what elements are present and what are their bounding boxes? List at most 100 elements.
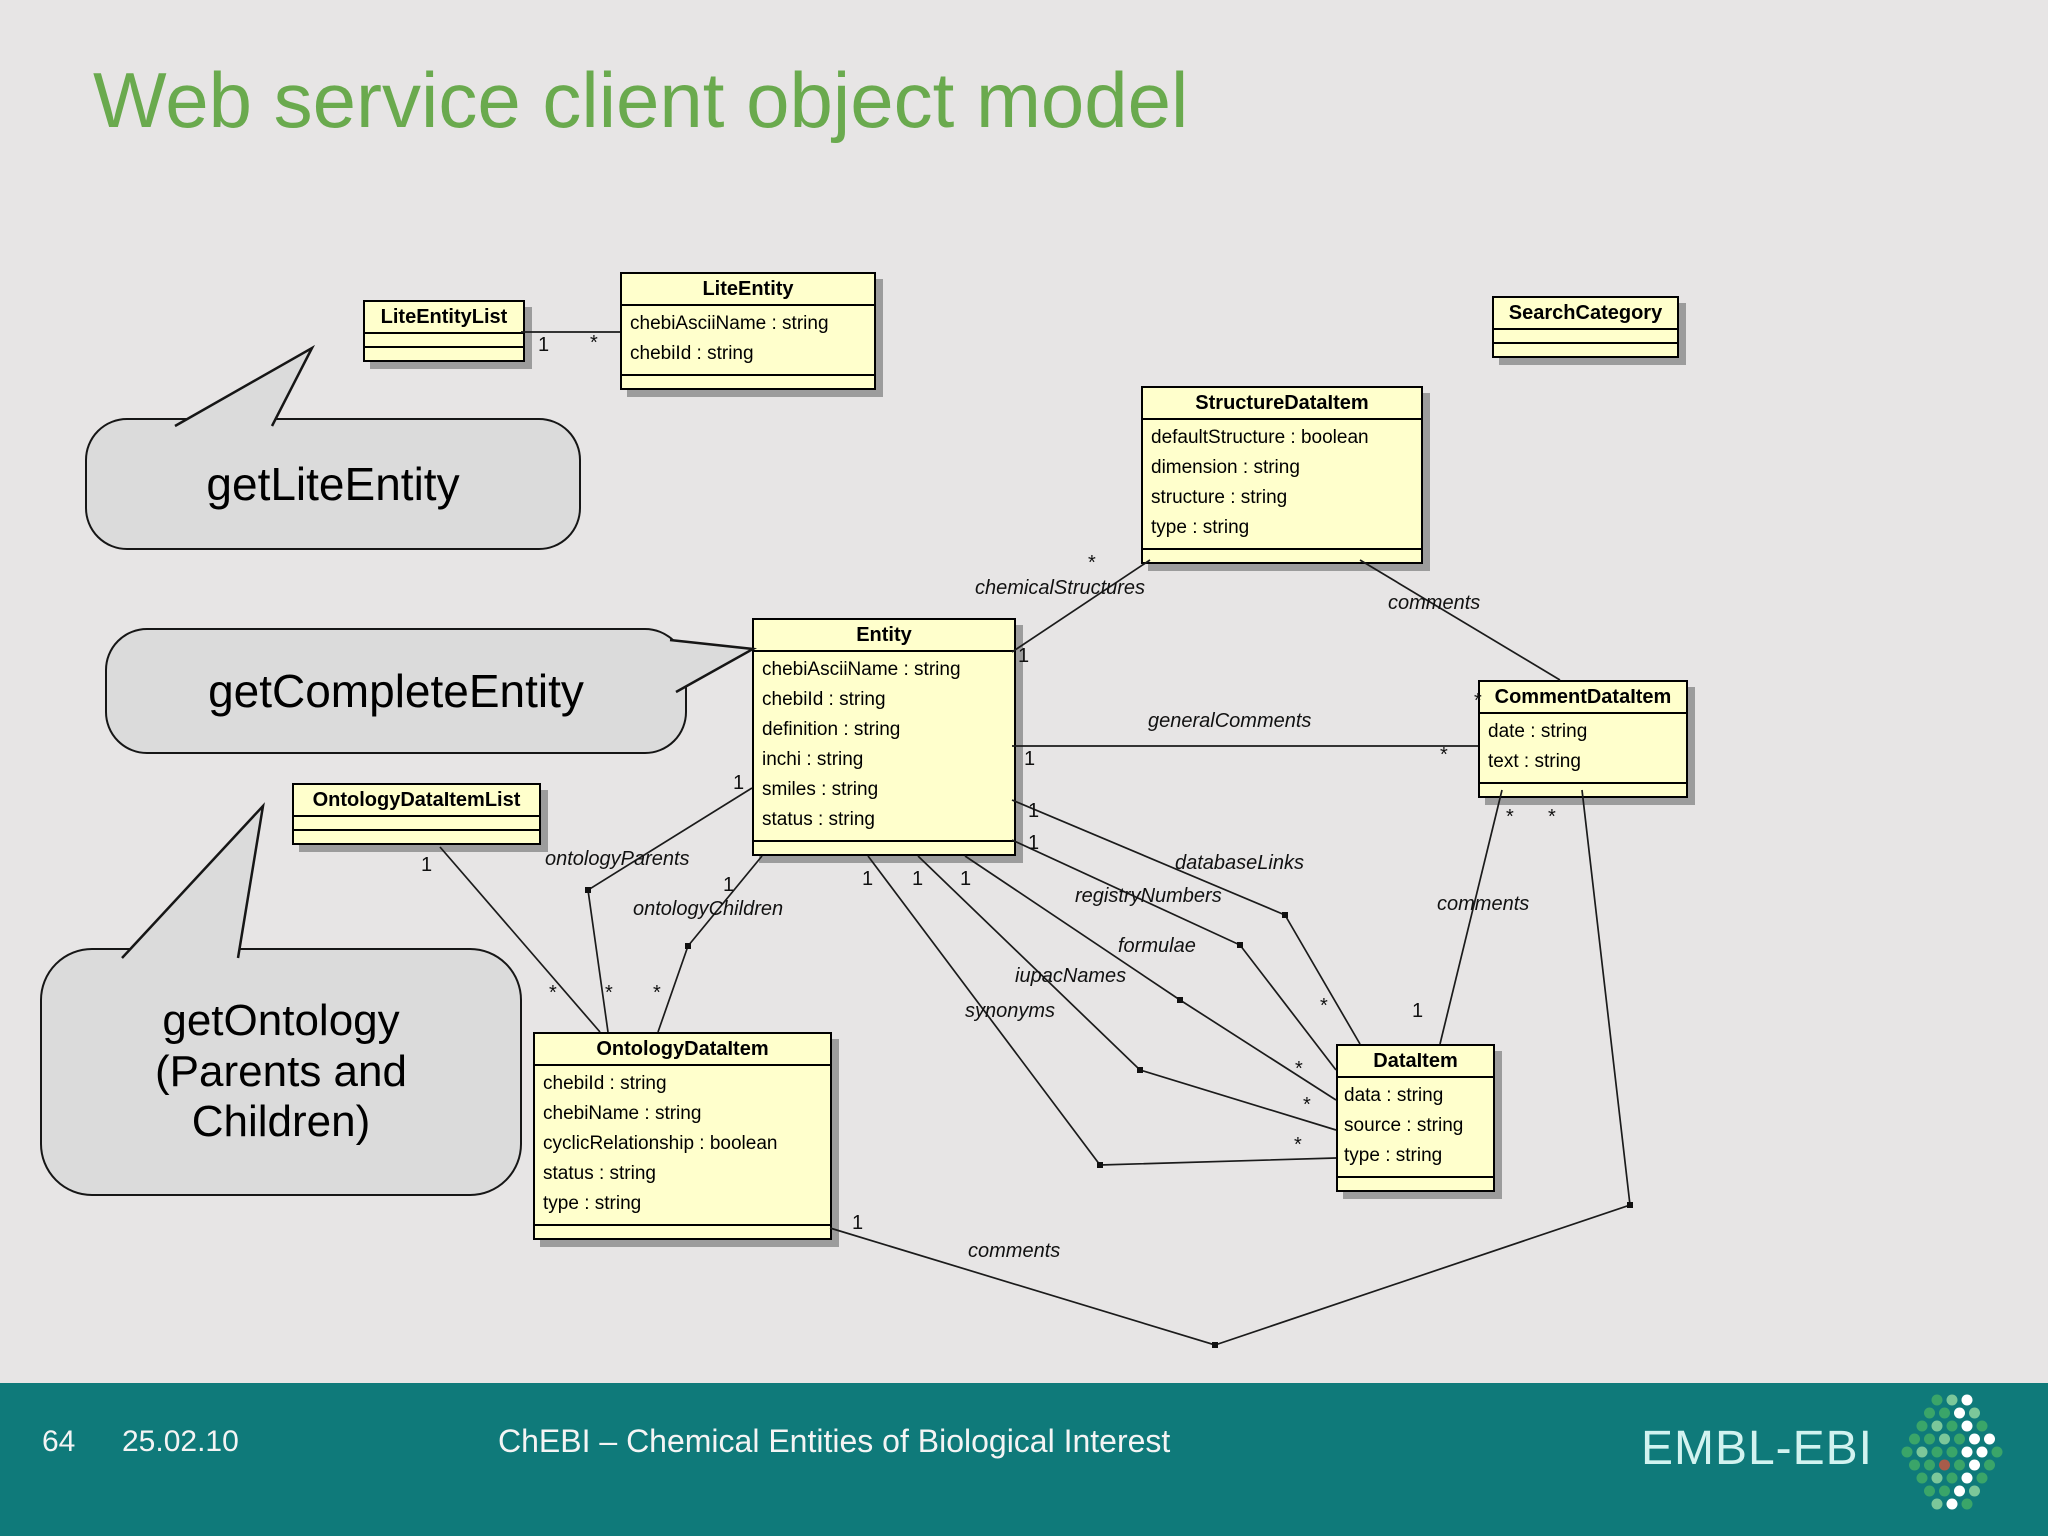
attribute: text : string	[1488, 751, 1581, 772]
mult-many: *	[590, 332, 598, 354]
attribute: inchi : string	[762, 749, 864, 770]
assoc-label-ontology-comments: comments	[968, 1240, 1061, 1262]
attribute: type : string	[1151, 517, 1250, 538]
empty-compartment	[754, 842, 1014, 854]
class-title: StructureDataItem	[1143, 388, 1421, 420]
assoc-label-general-comments: generalComments	[1148, 710, 1312, 732]
mult-many: *	[653, 982, 661, 1004]
attribute: status : string	[543, 1163, 656, 1184]
assoc-label-ontology-parents: ontologyParents	[545, 848, 690, 870]
class-title: Entity	[754, 620, 1014, 652]
attribute: smiles : string	[762, 779, 879, 800]
assoc-label-iupac-names: iupacNames	[1015, 965, 1127, 987]
empty-compartment	[365, 346, 523, 360]
attribute: cyclicRelationship : boolean	[543, 1133, 778, 1154]
mult-many: *	[1303, 1094, 1311, 1116]
mult-one: 1	[1018, 645, 1030, 667]
mult-many: *	[549, 982, 557, 1004]
mult-many: *	[1294, 1134, 1302, 1156]
class-box-ontology-data-item-list: OntologyDataItemList	[292, 783, 541, 845]
assoc-label-structure-comments: comments	[1388, 592, 1481, 614]
assoc-chemical-structures	[1011, 559, 1151, 653]
mult-one: 1	[733, 772, 745, 794]
empty-compartment	[294, 817, 539, 829]
empty-compartment	[1494, 342, 1677, 356]
attribute: defaultStructure : boolean	[1151, 427, 1369, 448]
embl-ebi-hex-logo	[1901, 1394, 2003, 1510]
footer-date: 25.02.10	[122, 1425, 239, 1458]
empty-compartment	[1338, 1178, 1493, 1190]
class-title: DataItem	[1338, 1046, 1493, 1078]
class-box-comment-data-item: CommentDataItem date : string text : str…	[1478, 680, 1688, 798]
attribute: chebiAsciiName : string	[762, 659, 961, 680]
mult-one: 1	[960, 868, 972, 890]
class-box-structure-data-item: StructureDataItem defaultStructure : boo…	[1141, 386, 1423, 564]
mult-one: 1	[852, 1212, 864, 1234]
attributes: chebiId : string chebiName : string cycl…	[535, 1066, 830, 1226]
assoc-label-data-item-comments: comments	[1437, 893, 1530, 915]
attribute: type : string	[543, 1193, 642, 1214]
empty-compartment	[622, 376, 874, 388]
class-title: LiteEntityList	[365, 302, 523, 334]
attribute: data : string	[1344, 1085, 1444, 1106]
callout-get-complete-entity: getCompleteEntity	[105, 628, 687, 754]
mult-one: 1	[1028, 832, 1040, 854]
assoc-label-ontology-children: ontologyChildren	[633, 898, 784, 920]
page-title: Web service client object model	[93, 56, 1189, 144]
footer-title: ChEBI – Chemical Entities of Biological …	[498, 1423, 1171, 1459]
mult-many: *	[1320, 995, 1328, 1017]
mult-one: 1	[862, 868, 874, 890]
attribute: status : string	[762, 809, 875, 830]
assoc-label-database-links: databaseLinks	[1175, 852, 1304, 874]
footer-bar: 64 25.02.10 ChEBI – Chemical Entities of…	[0, 1383, 2048, 1536]
class-title: SearchCategory	[1494, 298, 1677, 330]
mult-many: *	[1506, 806, 1514, 828]
mult-one: 1	[538, 334, 550, 356]
mult-one: 1	[723, 874, 735, 896]
embl-ebi-logo-text: EMBL-EBI	[1640, 1422, 1873, 1475]
mult-many: *	[1440, 744, 1448, 766]
assoc-label-registry-numbers: registryNumbers	[1075, 885, 1222, 907]
empty-compartment	[365, 334, 523, 346]
empty-compartment	[1480, 784, 1686, 796]
mult-many: *	[1474, 690, 1482, 712]
class-box-lite-entity-list: LiteEntityList	[363, 300, 525, 362]
class-box-data-item: DataItem data : string source : string t…	[1336, 1044, 1495, 1192]
mult-many: *	[605, 982, 613, 1004]
attribute: chebiAsciiName : string	[630, 313, 829, 334]
class-title: OntologyDataItemList	[294, 785, 539, 817]
class-box-search-category: SearchCategory	[1492, 296, 1679, 358]
class-box-lite-entity: LiteEntity chebiAsciiName : string chebi…	[620, 272, 876, 390]
empty-compartment	[535, 1226, 830, 1238]
empty-compartment	[294, 829, 539, 843]
assoc-structure-comments	[1359, 559, 1561, 681]
mult-one: 1	[1028, 800, 1040, 822]
class-title: LiteEntity	[622, 274, 874, 306]
class-box-entity: Entity chebiAsciiName : string chebiId :…	[752, 618, 1016, 856]
class-title: CommentDataItem	[1480, 682, 1686, 714]
attribute: dimension : string	[1151, 457, 1300, 478]
mult-one: 1	[1412, 1000, 1424, 1022]
mult-one: 1	[912, 868, 924, 890]
assoc-label-synonyms: synonyms	[965, 1000, 1056, 1022]
attribute: type : string	[1344, 1145, 1443, 1166]
empty-compartment	[1494, 330, 1677, 342]
attributes: defaultStructure : boolean dimension : s…	[1143, 420, 1421, 550]
callout-get-ontology: getOntology (Parents and Children)	[40, 948, 522, 1196]
attribute: chebiId : string	[543, 1073, 667, 1094]
attribute: date : string	[1488, 721, 1588, 742]
assoc-label-chemical-structures: chemicalStructures	[975, 577, 1146, 599]
assoc-database-links	[1011, 799, 1361, 1045]
assoc-ontology-children	[657, 855, 763, 1033]
mult-one: 1	[1024, 748, 1036, 770]
attribute: chebiId : string	[762, 689, 886, 710]
attributes: chebiAsciiName : string chebiId : string…	[754, 652, 1014, 842]
attribute: definition : string	[762, 719, 901, 740]
attributes: chebiAsciiName : string chebiId : string	[622, 306, 874, 376]
assoc-label-formulae: formulae	[1118, 935, 1196, 957]
attribute: chebiName : string	[543, 1103, 702, 1124]
attribute: chebiId : string	[630, 343, 754, 364]
callout-tail-get-lite-entity	[174, 344, 316, 428]
mult-many: *	[1295, 1058, 1303, 1080]
